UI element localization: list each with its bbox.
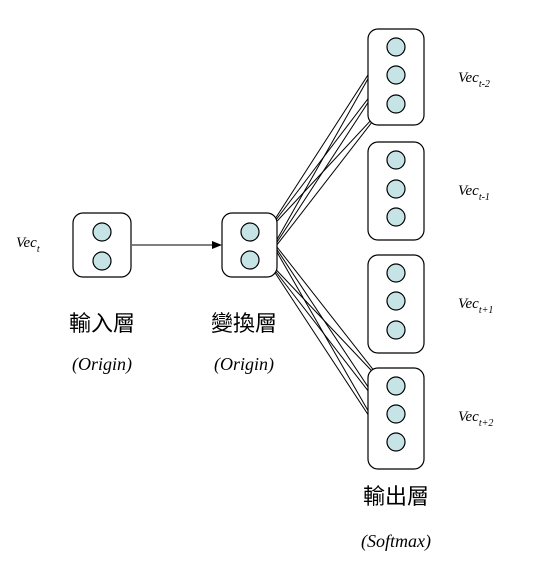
connection-arrow bbox=[265, 232, 387, 387]
output-box-t-2 bbox=[367, 28, 425, 126]
input-layer-box bbox=[72, 212, 132, 278]
output-vector-label: Vect-1 bbox=[458, 183, 490, 203]
neuron bbox=[386, 150, 406, 170]
transform-layer: 變換層 (Origin) bbox=[211, 212, 278, 375]
output-box-t-1 bbox=[367, 141, 425, 241]
connection-arrow bbox=[265, 74, 387, 260]
transform-layer-box bbox=[221, 212, 278, 278]
neuron bbox=[386, 320, 406, 340]
output-box-t+2 bbox=[367, 367, 425, 470]
neuron bbox=[386, 263, 406, 283]
neuron bbox=[240, 250, 260, 270]
neuron bbox=[386, 404, 406, 424]
output-layer-name: 輸出層 bbox=[363, 485, 429, 510]
neuron bbox=[386, 179, 406, 199]
input-vector-label: Vect bbox=[16, 235, 40, 255]
neuron bbox=[386, 432, 406, 452]
connection-arrow bbox=[265, 103, 387, 260]
output-vector-label: Vect-2 bbox=[458, 70, 490, 90]
output-box-t+1 bbox=[367, 254, 425, 354]
output-layer-sub: (Softmax) bbox=[361, 531, 431, 552]
connection-arrow bbox=[265, 232, 387, 443]
connection-arrow bbox=[265, 46, 387, 234]
neuron bbox=[386, 291, 406, 311]
neuron bbox=[386, 376, 406, 396]
neuron bbox=[386, 65, 406, 85]
neuron bbox=[92, 222, 112, 242]
neuron bbox=[386, 94, 406, 114]
connections bbox=[132, 46, 387, 443]
neuron bbox=[386, 37, 406, 57]
connection-arrow bbox=[265, 258, 387, 415]
transform-layer-name: 變換層 bbox=[211, 312, 277, 337]
neuron bbox=[92, 251, 112, 271]
output-layer: Vect-2 Vect-1 Vect+1 Vect+2 輸出層 (Softmax… bbox=[361, 28, 493, 552]
neuron bbox=[240, 222, 260, 242]
transform-layer-sub: (Origin) bbox=[214, 354, 274, 375]
connection-arrow bbox=[265, 258, 387, 387]
connection-arrow bbox=[265, 103, 387, 234]
input-layer: Vect 輸入層 (Origin) bbox=[16, 212, 135, 375]
neuron bbox=[386, 207, 406, 227]
output-vector-label: Vect+1 bbox=[458, 296, 493, 316]
input-layer-name: 輸入層 bbox=[69, 312, 135, 337]
output-vector-label: Vect+2 bbox=[458, 409, 493, 429]
connection-arrow bbox=[265, 46, 387, 260]
input-layer-sub: (Origin) bbox=[72, 354, 132, 375]
connection-arrow bbox=[265, 232, 387, 415]
connection-arrow bbox=[265, 258, 387, 443]
